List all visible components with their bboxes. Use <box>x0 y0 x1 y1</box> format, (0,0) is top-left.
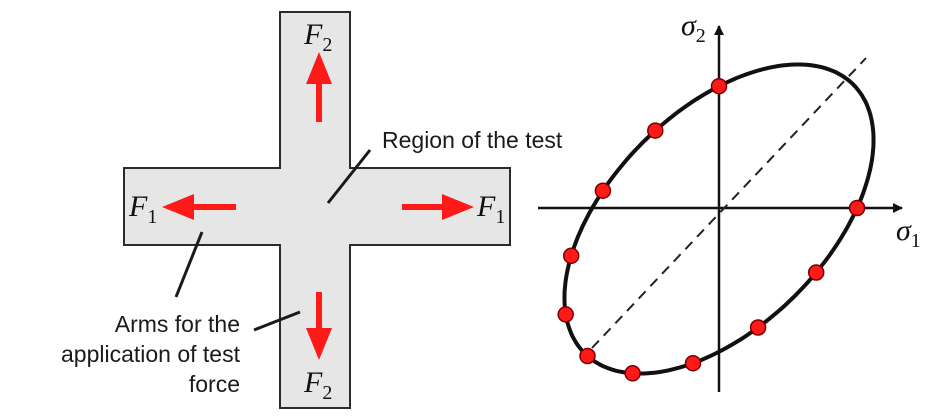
axis-label-sigma1: σ1 <box>896 214 921 252</box>
test-points <box>557 77 866 382</box>
force-arrow-bottom <box>306 292 332 360</box>
test-point <box>562 247 580 265</box>
force-label-bottom: F2 <box>303 366 332 404</box>
specimen-body <box>123 11 511 409</box>
test-point <box>807 264 825 281</box>
force-label-top: F2 <box>303 18 332 56</box>
axis-label-sigma2: σ2 <box>681 9 706 47</box>
arms-label-line-3: force <box>189 371 240 397</box>
cruciform-specimen: F2 F2 F1 F1 Region of the test Arms for … <box>61 11 563 409</box>
stress-plane: σ2 σ1 <box>538 9 921 392</box>
diagonal-dashed-line <box>591 57 867 349</box>
arms-leader-line-2 <box>253 310 301 332</box>
region-label: Region of the test <box>382 127 563 153</box>
arms-label-line-1: Arms for the <box>115 311 240 337</box>
arms-label-line-2: application of test <box>61 341 241 367</box>
test-point <box>749 319 767 336</box>
test-point <box>557 306 574 323</box>
test-point <box>848 199 866 217</box>
test-point <box>684 354 702 372</box>
force-arrow-right <box>402 194 474 220</box>
test-point <box>624 365 641 382</box>
test-point <box>579 347 596 365</box>
test-point <box>647 122 664 139</box>
test-point <box>710 77 728 95</box>
force-label-right: F1 <box>476 190 505 228</box>
arms-leader-line-1 <box>174 231 204 298</box>
force-label-left: F1 <box>128 190 157 228</box>
region-leader-line <box>326 149 372 204</box>
test-point <box>594 182 612 199</box>
force-arrow-top <box>306 52 332 122</box>
force-arrow-left <box>162 194 236 220</box>
